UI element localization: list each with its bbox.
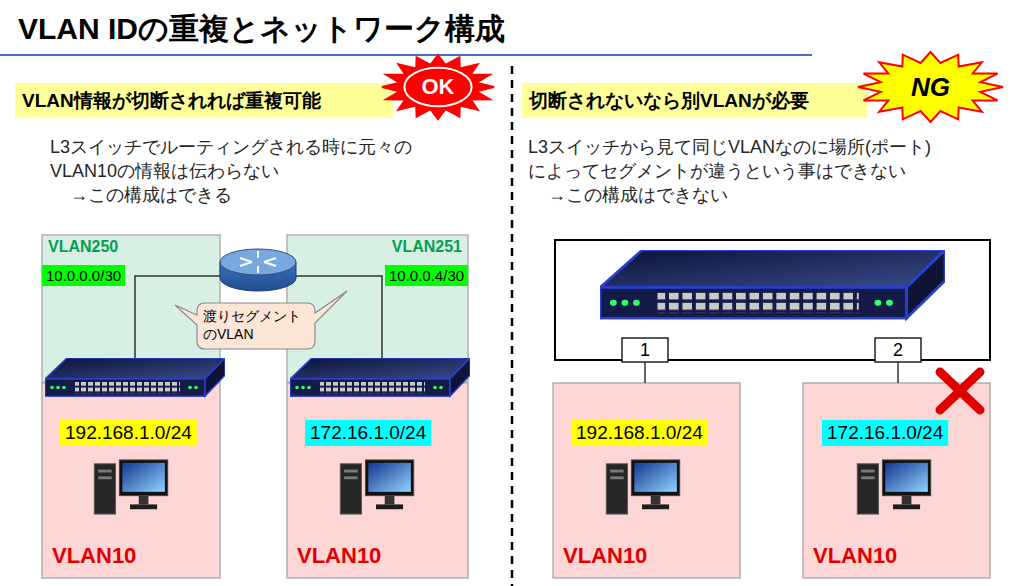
vlan10-segment-text: VLAN10 (813, 543, 897, 569)
subnet-label: 192.168.1.0/24 (60, 420, 197, 446)
note-text: L3スイッチでルーティングされる時に元々の VLAN10の情報は伝わらない (50, 135, 455, 183)
vlan10-segment: VLAN10 172.16.1.0/24 (287, 383, 468, 578)
red-cross-stroke (940, 372, 980, 410)
subnet-label-text: 192.168.1.0/24 (576, 422, 703, 444)
subnet-label: 10.0.0.0/30 (42, 265, 125, 286)
ok-starburst: OK (382, 55, 494, 119)
connector-line (897, 362, 899, 383)
subnet-label-fill (385, 265, 468, 286)
vlan10-segment: VLAN10 192.168.1.0/24 (553, 383, 740, 578)
subnet-label-text: 192.168.1.0/24 (65, 422, 192, 444)
switch-icon (45, 358, 225, 396)
vlan10-segment-text: VLAN10 (297, 543, 381, 569)
header-band: VLAN情報が切断されれば重複可能 (15, 83, 393, 118)
note-text: L3スイッチから見て同じVLANなのに場所(ポート) によってセグメントが違うと… (528, 135, 946, 183)
vlan10-segment: VLAN10 192.168.1.0/24 (42, 383, 220, 578)
vlan10-segment-text: VLAN10 (563, 543, 647, 569)
subnet-label: 172.16.1.0/24 (305, 420, 431, 446)
header-band: 切断されないなら別VLANが必要 (522, 83, 867, 118)
vlan10-segment-fill (287, 383, 468, 578)
vlan-region-text: VLAN251 (392, 238, 462, 256)
subnet-label-text: 10.0.0.4/30 (389, 267, 464, 284)
vlan10-segment-text: VLAN10 (52, 543, 136, 569)
switch-icon (290, 358, 470, 396)
router-icon (220, 249, 296, 291)
vlan10-segment-fill (803, 383, 990, 578)
port-number-text: 2 (893, 340, 903, 361)
vlan10-segment-fill (553, 383, 740, 578)
port-number: 1 (622, 338, 668, 362)
port-number-text: 1 (640, 340, 650, 361)
pc-icon (340, 460, 413, 514)
subnet-label: 10.0.0.4/30 (385, 265, 468, 286)
note-text: →この構成はできる (70, 183, 232, 207)
subnet-label-fill (42, 265, 125, 286)
red-cross-stroke (940, 372, 980, 410)
ng-starburst: NG (858, 52, 1003, 122)
vlan-region: VLAN250 10.0.0.0/30 (42, 235, 220, 382)
pc-icon (606, 460, 679, 514)
header-band-fill (15, 83, 393, 118)
subnet-label-text: 172.16.1.0/24 (310, 422, 426, 444)
note-text: →この構成はできない (548, 183, 728, 207)
header-band-fill (522, 83, 867, 118)
port-number-fill (622, 338, 668, 362)
subnet-label: 172.16.1.0/24 (822, 420, 948, 446)
router-arrows (240, 251, 276, 273)
router-top (220, 249, 296, 275)
port-number: 2 (875, 338, 921, 362)
subnet-label-fill (571, 420, 708, 446)
pc-icon (94, 460, 167, 514)
subnet-label-fill (60, 420, 197, 446)
subnet-label-text: 10.0.0.0/30 (46, 267, 121, 284)
ng-starburst-text: NG (911, 72, 950, 103)
vlan-region-text: VLAN250 (48, 238, 118, 256)
switch-frame (555, 240, 990, 360)
starburst-outline (382, 55, 494, 119)
header-band-text: 切断されないなら別VLANが必要 (529, 88, 809, 114)
subnet-label-fill (305, 420, 431, 446)
page-title: VLAN IDの重複とネットワーク構成 (18, 9, 505, 50)
divider-dashed (511, 66, 514, 586)
red-cross (940, 372, 980, 410)
header-band-text: VLAN情報が切断されれば重複可能 (22, 88, 321, 114)
callout-bubble-text: 渡りセグメント のVLAN (203, 307, 309, 343)
subnet-label-text: 172.16.1.0/24 (827, 422, 943, 444)
pc-icon (857, 460, 930, 514)
callout-bubble: 渡りセグメント のVLAN (197, 303, 315, 349)
starburst-outline (858, 52, 1003, 122)
port-number-fill (875, 338, 921, 362)
subnet-label: 192.168.1.0/24 (571, 420, 708, 446)
ok-starburst-text: OK (422, 74, 455, 100)
subnet-label-fill (822, 420, 948, 446)
connector-line (644, 362, 646, 383)
vlan10-segment-fill (42, 383, 220, 578)
starburst-oval (404, 68, 471, 106)
title-underline (0, 54, 812, 56)
callout-outline (175, 291, 347, 349)
vlan10-segment: VLAN10 172.16.1.0/24 (803, 383, 990, 578)
switch-icon (600, 250, 945, 318)
